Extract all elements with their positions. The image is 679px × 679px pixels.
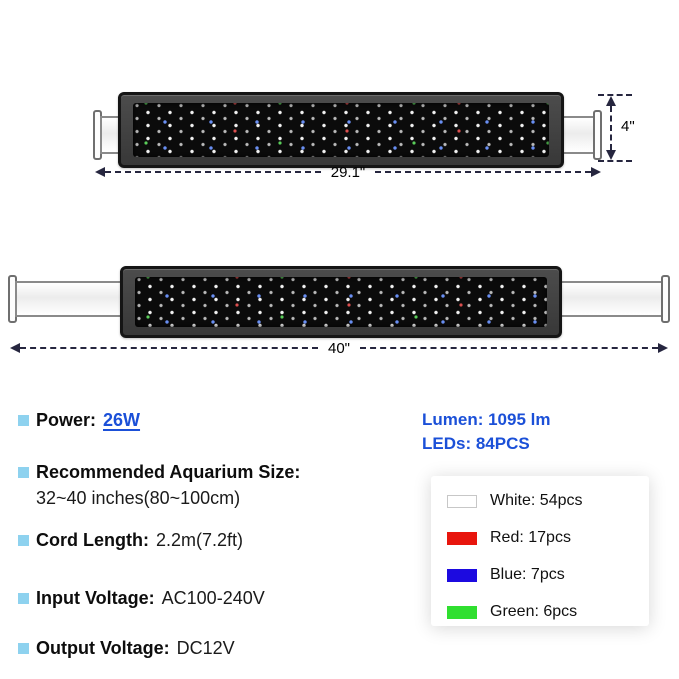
spec-power: Power: 26W xyxy=(18,410,140,431)
spec-text: Output Voltage: DC12V xyxy=(36,638,235,659)
arrow-up-icon xyxy=(606,96,616,106)
color-swatch-white xyxy=(447,494,477,508)
spec-aquarium-size: Recommended Aquarium Size: 32~40 inches(… xyxy=(18,462,300,509)
light-housing xyxy=(118,92,564,168)
color-swatch-green xyxy=(447,605,477,619)
legend-row-white: White: 54pcs xyxy=(447,492,635,510)
led-count-text: LEDs: 84PCS xyxy=(422,434,530,453)
bracket-end-cap-right xyxy=(593,110,602,160)
bullet-icon xyxy=(18,643,29,654)
spec-value: AC100-240V xyxy=(161,588,265,608)
dimension-label: 29.1" xyxy=(330,163,366,181)
legend-row-blue: Blue: 7pcs xyxy=(447,566,635,584)
extension-line-bottom xyxy=(598,160,632,162)
spec-value: 2.2m(7.2ft) xyxy=(155,530,244,550)
arrow-down-icon xyxy=(606,150,616,160)
color-swatch-blue xyxy=(447,568,477,582)
bullet-icon xyxy=(18,415,29,426)
extension-line-top xyxy=(598,94,632,96)
spec-value: 32~40 inches(80~100cm) xyxy=(36,488,241,508)
legend-label: Red: 17pcs xyxy=(490,529,571,546)
arrow-right-icon xyxy=(658,343,669,353)
legend-label: Blue: 7pcs xyxy=(490,566,565,583)
width-dimension-top: 29.1" xyxy=(95,163,601,181)
spec-text: Cord Length: 2.2m(7.2ft) xyxy=(36,530,243,551)
lumen-text: Lumen: 1095 lm xyxy=(422,410,551,429)
legend-row-green: Green: 6pcs xyxy=(447,603,635,621)
arrow-left-icon xyxy=(95,167,105,177)
arrow-right-icon xyxy=(591,167,601,177)
color-swatch-red xyxy=(447,531,477,545)
spec-label: Input Voltage: xyxy=(36,588,155,608)
spec-value: DC12V xyxy=(176,638,235,658)
bullet-icon xyxy=(18,467,29,478)
bracket-end-cap-right xyxy=(661,275,670,323)
height-dimension xyxy=(606,96,616,160)
legend-row-red: Red: 17pcs xyxy=(447,529,635,547)
arrow-left-icon xyxy=(10,343,20,353)
extendable-bracket-right xyxy=(548,281,664,317)
legend-label: White: 54pcs xyxy=(490,492,583,509)
dimension-label: 40" xyxy=(328,339,351,357)
spec-input-voltage: Input Voltage: AC100-240V xyxy=(18,588,265,609)
spec-text: Recommended Aquarium Size: 32~40 inches(… xyxy=(36,462,300,509)
spec-text: Power: 26W xyxy=(36,410,140,431)
light-housing xyxy=(120,266,562,338)
spec-label: Cord Length: xyxy=(36,530,149,550)
led-color-legend: White: 54pcs Red: 17pcs Blue: 7pcs Green… xyxy=(431,476,649,626)
spec-cord-length: Cord Length: 2.2m(7.2ft) xyxy=(18,530,243,551)
bullet-icon xyxy=(18,535,29,546)
bullet-icon xyxy=(18,593,29,604)
led-panel xyxy=(133,103,549,157)
dimension-label: 4" xyxy=(621,118,635,135)
spec-output-voltage: Output Voltage: DC12V xyxy=(18,638,235,659)
spec-label: Output Voltage: xyxy=(36,638,170,658)
legend-label: Green: 6pcs xyxy=(490,603,578,620)
spec-label: Recommended Aquarium Size: xyxy=(36,462,301,482)
spec-value: 26W xyxy=(103,410,141,430)
extendable-bracket-left xyxy=(15,281,130,317)
led-panel xyxy=(135,277,547,327)
spec-text: Input Voltage: AC100-240V xyxy=(36,588,265,609)
spec-label: Power: xyxy=(36,410,97,430)
width-dimension-bottom: 40" xyxy=(10,339,669,357)
